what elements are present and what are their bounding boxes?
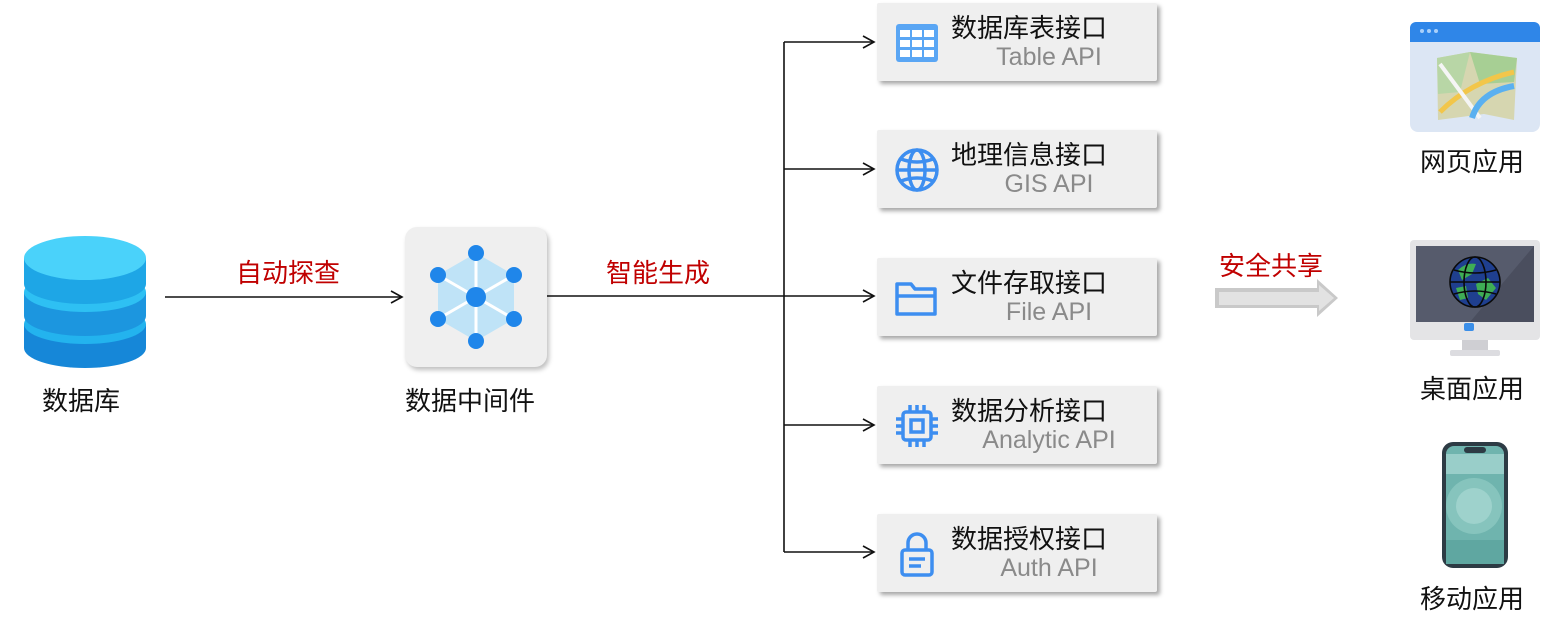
middleware-label: 数据中间件 (405, 387, 536, 417)
api-en-label: File API (1005, 298, 1093, 326)
table-icon (896, 24, 938, 62)
api-en-label: Analytic API (982, 426, 1116, 454)
app-label-web: 网页应用 (1420, 148, 1525, 178)
smartphone-icon (1442, 442, 1508, 568)
folder-icon (895, 282, 937, 316)
api-card-file: 文件存取接口 File API (877, 258, 1157, 336)
api-en-label: Auth API (1000, 554, 1098, 582)
globe-icon (895, 148, 939, 192)
api-en-label: GIS API (1004, 170, 1094, 198)
api-card-gis: 地理信息接口 GIS API (877, 130, 1157, 208)
api-cn-label: 文件存取接口 (951, 269, 1108, 299)
app-label-mobile: 移动应用 (1420, 585, 1525, 615)
api-cn-label: 地理信息接口 (951, 141, 1108, 171)
share-arrow (1215, 279, 1338, 317)
database-label: 数据库 (42, 387, 121, 417)
edge-label-smart-generate: 智能生成 (606, 259, 711, 289)
chip-icon (896, 405, 938, 447)
lock-icon (900, 532, 934, 577)
api-cn-label: 数据分析接口 (951, 397, 1108, 427)
database-icon (24, 236, 146, 368)
edge-label-auto-explore: 自动探查 (236, 259, 341, 289)
api-card-table: 数据库表接口 Table API (877, 3, 1157, 81)
api-card-analytic: 数据分析接口 Analytic API (877, 386, 1157, 464)
network-hub-icon (430, 245, 522, 349)
api-card-auth: 数据授权接口 Auth API (877, 514, 1157, 592)
desktop-monitor-icon (1410, 240, 1540, 356)
browser-map-icon (1410, 22, 1540, 132)
app-label-desktop: 桌面应用 (1420, 375, 1525, 405)
api-en-label: Table API (996, 43, 1102, 71)
api-cn-label: 数据库表接口 (951, 14, 1108, 44)
api-cn-label: 数据授权接口 (951, 525, 1108, 555)
edge-label-secure-share: 安全共享 (1219, 252, 1324, 282)
